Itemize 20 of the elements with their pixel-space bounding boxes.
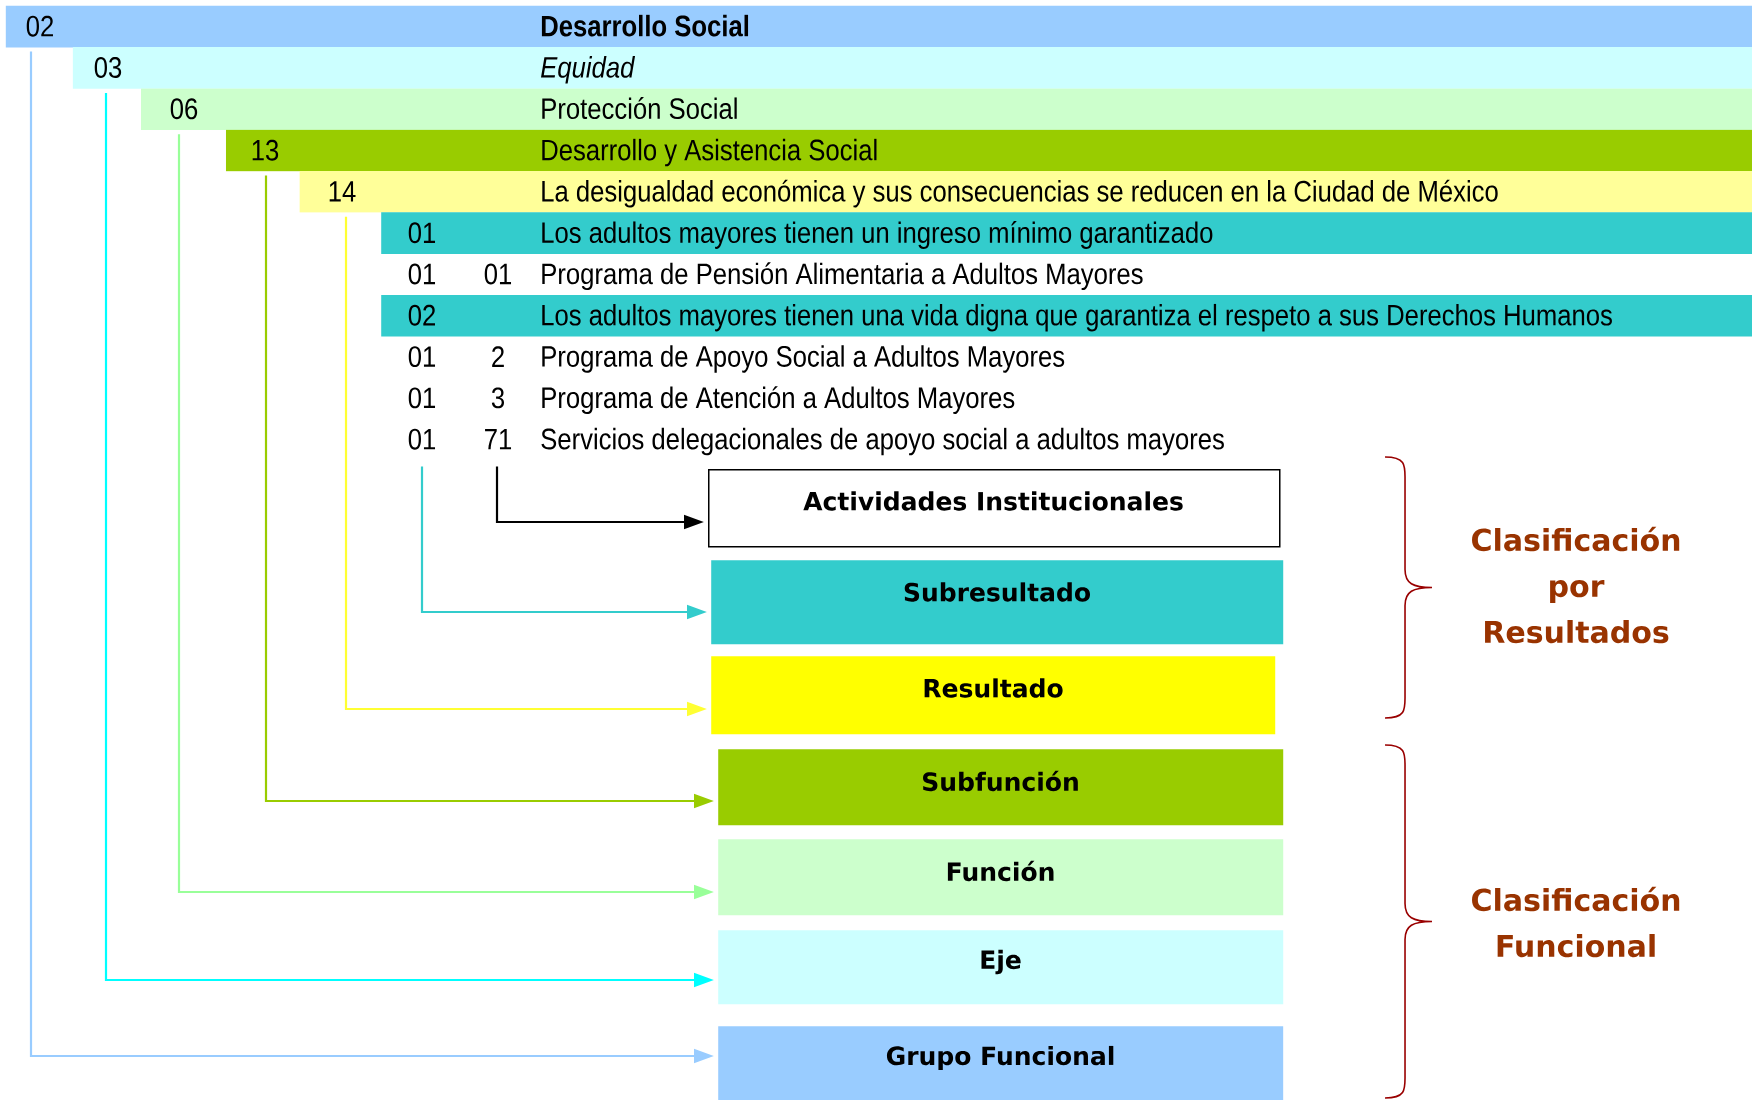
table-band: 01 Los adultos mayores tienen un ingreso mínimo garantizado [381,212,1752,254]
table-band: 02 Los adultos mayores tienen una vida digna que garantiza el respeto a sus Derechos Humanos [381,294,1752,337]
table-band: 03 Equidad [72,47,1752,89]
category-box: Eje [718,930,1284,1005]
category-box: Subfunción [718,749,1284,826]
bracket-label: Clasificación Funcional [1472,886,1680,958]
category-box: Resultado [711,656,1276,735]
table-band: 06 Protección Social [141,88,1752,130]
table-row: 01 71 Servicios delegacionales de apoyo social a adultos mayores [408,427,1224,456]
category-box: Actividades Institucionales [708,469,1281,548]
category-box: Subresultado [711,560,1284,645]
table-row: 01 2 Programa de Apoyo Social a Adultos Mayores [408,345,1065,373]
table-band: 14 La desigualdad económica y sus consecuencias se reducen en la Ciudad de México [299,171,1752,213]
table-band: 13 Desarrollo y Asistencia Social [225,129,1752,172]
bracket-label: Clasificación por Resultados [1472,526,1680,644]
category-box: Función [718,839,1284,916]
table-band: 02 Desarrollo Social [5,5,1752,48]
table-row: 01 01 Programa de Pensión Alimentaria a Adultos Mayores [408,262,1143,291]
table-row: 01 3 Programa de Atención a Adultos Mayores [408,386,1015,414]
category-box: Grupo Funcional [718,1026,1284,1100]
